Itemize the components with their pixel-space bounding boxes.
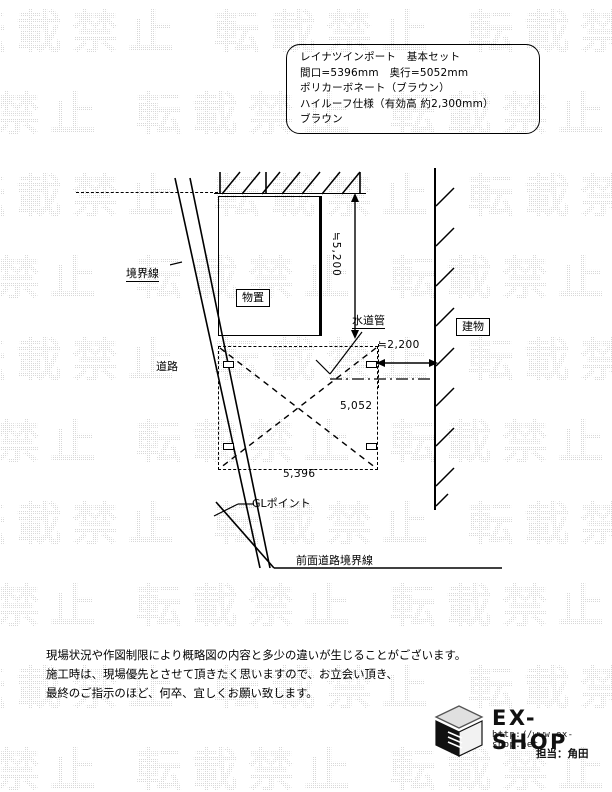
gap-dimension-text: ≒2,200	[378, 339, 420, 351]
building-center-dashdot-line	[330, 378, 438, 380]
shed-label: 物置	[236, 289, 270, 307]
shed-rectangle-right-edge	[320, 196, 322, 336]
spec-callout-text: レイナツインポート 基本セット 間口=5396mm 奥行=5052mm ポリカー…	[300, 50, 540, 128]
carport-post	[223, 443, 234, 450]
note-line-1: 現場状況や作図制限により概略図の内容と多少の違いが生じることがございます。	[46, 648, 467, 662]
carport-post	[366, 443, 377, 450]
spec-line-size: 間口=5396mm 奥行=5052mm	[300, 66, 469, 79]
front-road-boundary-label: 前面道路境界線	[296, 554, 373, 567]
spec-line-product: レイナツインポート 基本セット	[300, 51, 461, 63]
boundary-line-label: 境界線	[126, 267, 159, 282]
ex-shop-cube-icon	[434, 705, 484, 757]
carport-post	[223, 361, 234, 368]
note-line-3: 最終のご指示のほど、何卒、宜しくお願い致します。	[46, 686, 318, 700]
spec-line-roof: ハイルーフ仕様（有効高 約2,300mm）	[300, 97, 494, 110]
carport-width-dimension: 5,396	[283, 468, 316, 480]
water-pipe-label: 水道管	[352, 314, 385, 329]
gap-dimension-arrow	[376, 359, 438, 367]
building-wall-hatching	[435, 187, 455, 507]
note-line-2: 施工時は、現場優先とさせて頂きたく思いますので、お立会い頂き、	[46, 667, 398, 681]
shed-depth-dimension-text: ≒5,200	[330, 232, 342, 277]
road-label: 道路	[156, 360, 178, 373]
staff-label: 担当：角田	[536, 748, 589, 760]
spec-line-color: ブラウン	[300, 113, 343, 126]
footer-logo-block: EX-SHOP http://www.ex-shop.net 担当：角田	[432, 704, 602, 766]
disclaimer-note: 現場状況や作図制限により概略図の内容と多少の違いが生じることがございます。 施工…	[46, 646, 546, 703]
shed-rectangle	[218, 196, 320, 336]
carport-depth-dimension: 5,052	[340, 400, 373, 412]
spec-line-material: ポリカーボネート（ブラウン）	[300, 82, 450, 95]
building-label: 建物	[456, 318, 490, 336]
